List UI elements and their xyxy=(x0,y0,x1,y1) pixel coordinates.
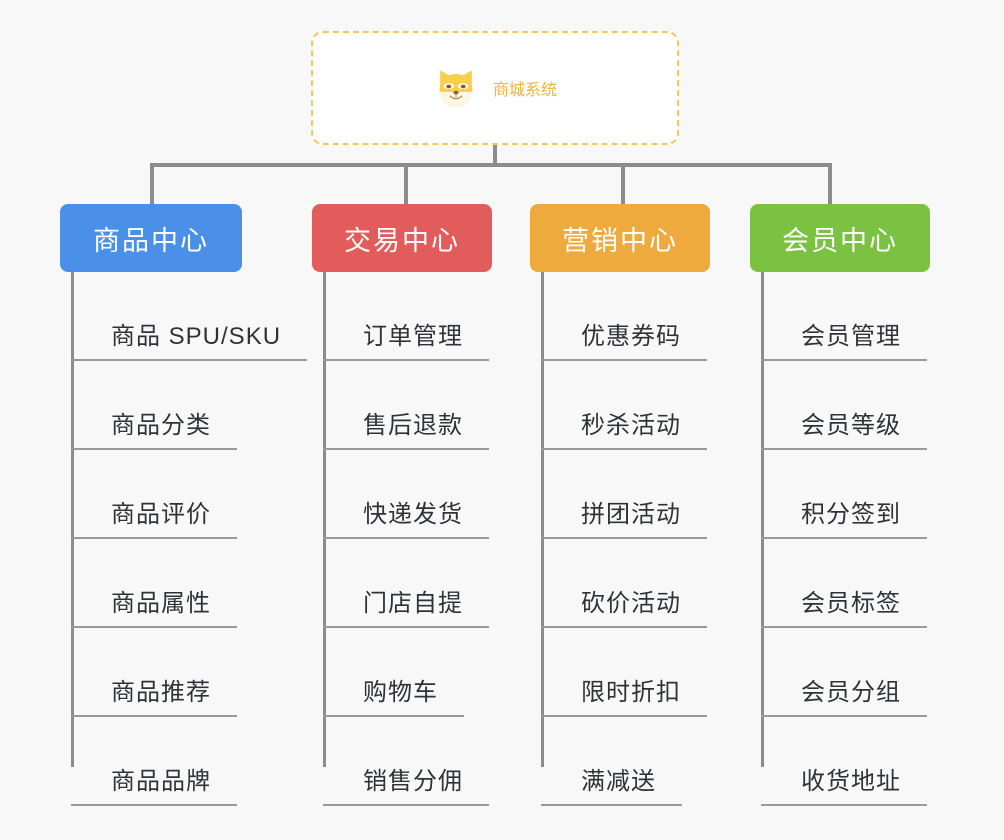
category-header-1[interactable]: 交易中心 xyxy=(312,204,492,272)
leaf-label: 商品推荐 xyxy=(71,679,237,717)
leaf-label: 购物车 xyxy=(323,679,464,717)
list-item[interactable]: 收货地址 xyxy=(750,717,980,806)
list-item[interactable]: 商品属性 xyxy=(60,539,310,628)
root-node-shop-system[interactable]: 商城系统 xyxy=(311,31,679,145)
category-header-3[interactable]: 会员中心 xyxy=(750,204,930,272)
list-item[interactable]: 满减送 xyxy=(530,717,760,806)
list-item[interactable]: 销售分佣 xyxy=(312,717,542,806)
list-item[interactable]: 订单管理 xyxy=(312,272,542,361)
list-item[interactable]: 商品评价 xyxy=(60,450,310,539)
leaf-label: 会员分组 xyxy=(761,679,927,717)
leaf-label: 会员标签 xyxy=(761,590,927,628)
list-item[interactable]: 限时折扣 xyxy=(530,628,760,717)
list-item[interactable]: 拼团活动 xyxy=(530,450,760,539)
leaf-label: 拼团活动 xyxy=(541,501,707,539)
root-title: 商城系统 xyxy=(492,82,557,99)
connector-horizontal-bar xyxy=(150,163,832,167)
column-trade-center: 交易中心 订单管理 售后退款 快递发货 门店自提 购物车 销售分佣 xyxy=(312,204,542,806)
leaf-label: 收货地址 xyxy=(761,768,927,806)
leaf-label: 砍价活动 xyxy=(541,590,707,628)
list-item[interactable]: 砍价活动 xyxy=(530,539,760,628)
leaf-label: 秒杀活动 xyxy=(541,412,707,450)
column-member-center: 会员中心 会员管理 会员等级 积分签到 会员标签 会员分组 收货地址 xyxy=(750,204,980,806)
leaf-label: 会员管理 xyxy=(761,323,927,361)
leaf-label: 订单管理 xyxy=(323,323,489,361)
list-item[interactable]: 积分签到 xyxy=(750,450,980,539)
connector-root-stem xyxy=(493,145,497,165)
leaf-label: 积分签到 xyxy=(761,501,927,539)
leaf-list-0: 商品 SPU/SKU 商品分类 商品评价 商品属性 商品推荐 商品品牌 xyxy=(60,272,310,806)
leaf-list-2: 优惠券码 秒杀活动 拼团活动 砍价活动 限时折扣 满减送 xyxy=(530,272,760,806)
shiba-dog-icon xyxy=(433,66,479,112)
leaf-label: 商品属性 xyxy=(71,590,237,628)
leaf-label: 满减送 xyxy=(541,768,682,806)
list-item[interactable]: 商品品牌 xyxy=(60,717,310,806)
connector-drop-1 xyxy=(150,163,154,206)
list-item[interactable]: 会员等级 xyxy=(750,361,980,450)
list-item[interactable]: 售后退款 xyxy=(312,361,542,450)
list-item[interactable]: 商品分类 xyxy=(60,361,310,450)
category-header-0[interactable]: 商品中心 xyxy=(60,204,242,272)
connector-drop-4 xyxy=(828,163,832,206)
leaf-label: 商品评价 xyxy=(71,501,237,539)
column-trunk-line xyxy=(541,272,544,767)
leaf-label: 门店自提 xyxy=(323,590,489,628)
category-label: 营销中心 xyxy=(562,225,678,256)
list-item[interactable]: 会员管理 xyxy=(750,272,980,361)
leaf-label: 商品 SPU/SKU xyxy=(71,323,308,361)
category-label: 交易中心 xyxy=(344,225,460,256)
leaf-list-1: 订单管理 售后退款 快递发货 门店自提 购物车 销售分佣 xyxy=(312,272,542,806)
column-trunk-line xyxy=(71,272,74,767)
leaf-label: 快递发货 xyxy=(323,501,489,539)
column-product-center: 商品中心 商品 SPU/SKU 商品分类 商品评价 商品属性 商品推荐 商品品牌 xyxy=(60,204,310,806)
connector-drop-3 xyxy=(621,163,625,206)
column-trunk-line xyxy=(323,272,326,767)
category-header-2[interactable]: 营销中心 xyxy=(530,204,710,272)
list-item[interactable]: 会员分组 xyxy=(750,628,980,717)
list-item[interactable]: 商品 SPU/SKU xyxy=(60,272,310,361)
leaf-list-3: 会员管理 会员等级 积分签到 会员标签 会员分组 收货地址 xyxy=(750,272,980,806)
category-label: 商品中心 xyxy=(93,225,209,256)
list-item[interactable]: 商品推荐 xyxy=(60,628,310,717)
list-item[interactable]: 优惠券码 xyxy=(530,272,760,361)
leaf-label: 销售分佣 xyxy=(323,768,489,806)
leaf-label: 商品品牌 xyxy=(71,768,237,806)
list-item[interactable]: 购物车 xyxy=(312,628,542,717)
list-item[interactable]: 会员标签 xyxy=(750,539,980,628)
list-item[interactable]: 门店自提 xyxy=(312,539,542,628)
column-marketing-center: 营销中心 优惠券码 秒杀活动 拼团活动 砍价活动 限时折扣 满减送 xyxy=(530,204,760,806)
list-item[interactable]: 快递发货 xyxy=(312,450,542,539)
leaf-label: 会员等级 xyxy=(761,412,927,450)
connector-drop-2 xyxy=(404,163,408,206)
leaf-label: 优惠券码 xyxy=(541,323,707,361)
leaf-label: 限时折扣 xyxy=(541,679,707,717)
list-item[interactable]: 秒杀活动 xyxy=(530,361,760,450)
leaf-label: 售后退款 xyxy=(323,412,489,450)
category-label: 会员中心 xyxy=(782,225,898,256)
column-trunk-line xyxy=(761,272,764,767)
leaf-label: 商品分类 xyxy=(71,412,237,450)
